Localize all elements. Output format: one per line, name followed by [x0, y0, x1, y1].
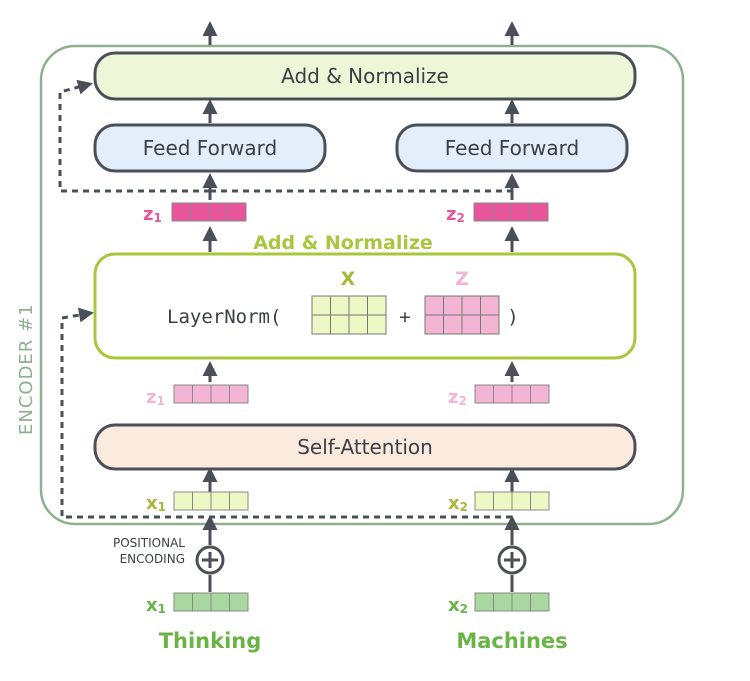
layernorm-prefix: LayerNorm(	[167, 306, 281, 328]
encoder-label: ENCODER #1	[16, 303, 37, 435]
residual-path-bottom	[60, 307, 512, 519]
svg-text:z2: z2	[446, 204, 465, 225]
vector-x2-enc: x2	[448, 491, 550, 514]
matrix-x-label: X	[341, 268, 356, 290]
svg-text:z1: z1	[146, 387, 165, 408]
feed-forward-right-block: Feed Forward	[395, 123, 629, 173]
word-machines: Machines	[456, 629, 567, 653]
positional-encoding-line2: ENCODING	[120, 552, 185, 566]
positional-add-right-icon	[497, 545, 527, 575]
feed-forward-left-block: Feed Forward	[93, 123, 327, 173]
feed-forward-right-label: Feed Forward	[445, 136, 580, 160]
add-normalize-top-block: Add & Normalize	[93, 51, 637, 101]
positional-encoding-line1: POSITIONAL	[113, 536, 185, 550]
flow-arrows	[202, 21, 520, 592]
encoder-border	[39, 44, 685, 526]
layernorm-block: LayerNorm( X + Z )	[93, 252, 637, 360]
self-attention-label: Self-Attention	[297, 435, 433, 459]
svg-text:z1: z1	[143, 204, 162, 225]
vector-z2-top: z2	[446, 202, 549, 225]
vector-x1-enc: x1	[146, 491, 249, 514]
vector-x2-input: x2	[448, 592, 550, 616]
self-attention-block: Self-Attention	[93, 423, 637, 471]
add-normalize-mid-label: Add & Normalize	[253, 232, 433, 254]
matrix-z	[424, 295, 500, 335]
vector-z1-top: z1	[143, 202, 247, 225]
svg-text:x2: x2	[448, 493, 468, 514]
matrix-z-label: Z	[455, 268, 469, 290]
vector-x1-input: x1	[146, 592, 249, 616]
vector-z2-mid: z2	[448, 384, 550, 408]
layernorm-plus: +	[399, 306, 410, 328]
residual-path-top	[58, 79, 210, 193]
feed-forward-left-label: Feed Forward	[143, 136, 278, 160]
svg-text:x2: x2	[448, 595, 468, 616]
matrix-x	[311, 295, 387, 335]
svg-text:x1: x1	[146, 493, 166, 514]
svg-text:z2: z2	[448, 387, 467, 408]
add-normalize-top-label: Add & Normalize	[281, 64, 449, 88]
vector-z1-mid: z1	[146, 384, 249, 408]
word-thinking: Thinking	[159, 629, 262, 653]
svg-text:x1: x1	[146, 595, 166, 616]
layernorm-suffix: )	[507, 306, 518, 328]
positional-add-left-icon	[195, 545, 225, 575]
